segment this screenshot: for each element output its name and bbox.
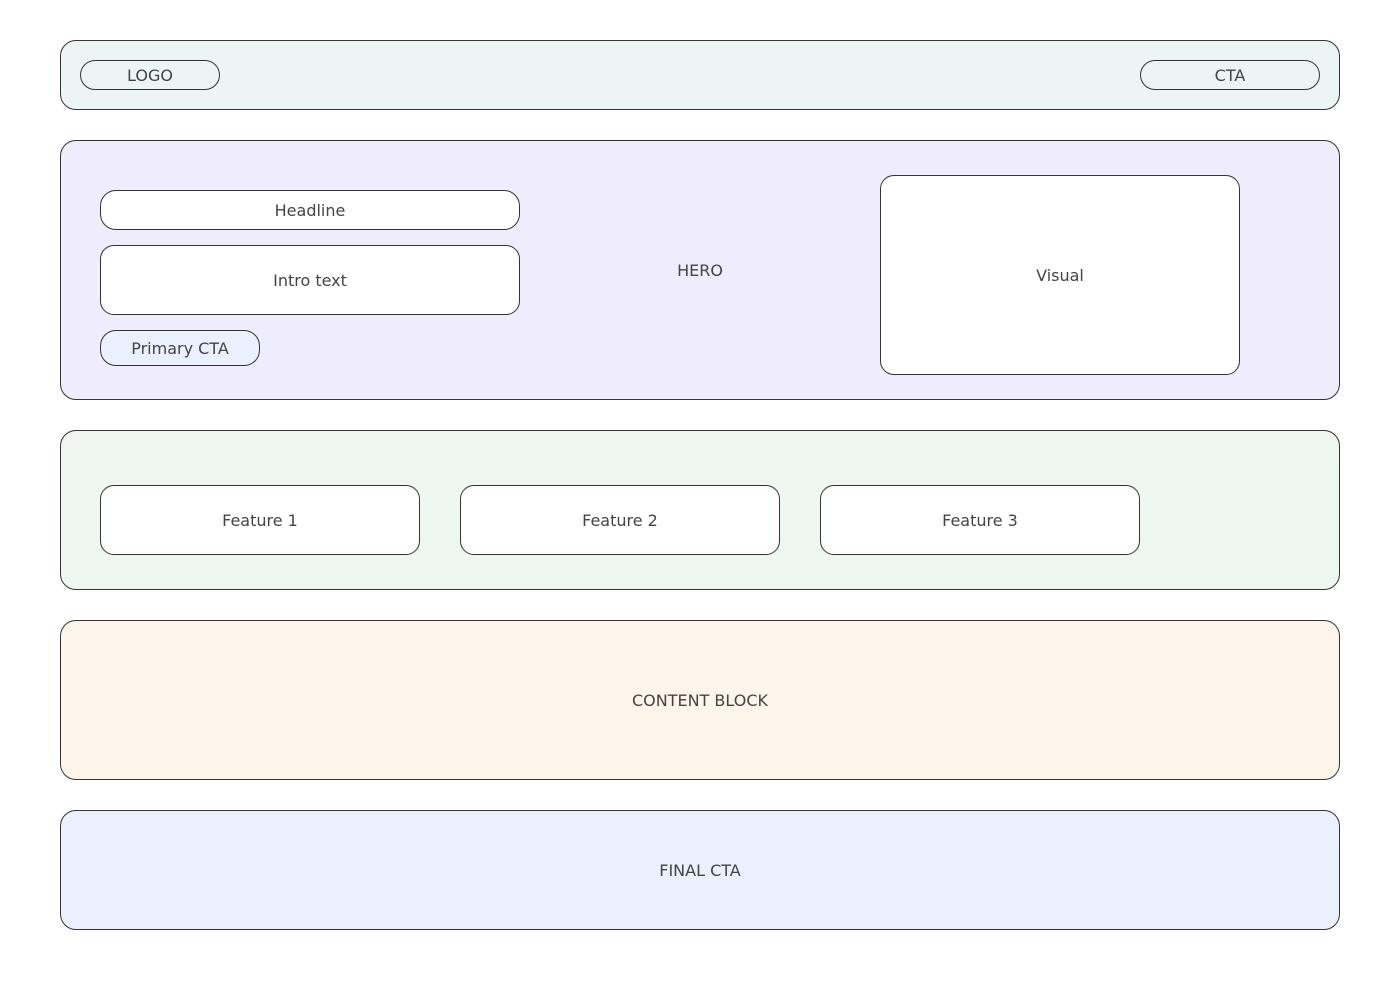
intro-text-placeholder: Intro text xyxy=(100,245,520,315)
headline-placeholder: Headline xyxy=(100,190,520,230)
final-cta-section[interactable]: FINAL CTA xyxy=(60,810,1340,930)
content-block-section: CONTENT BLOCK xyxy=(60,620,1340,780)
hero-visual-placeholder: Visual xyxy=(880,175,1240,375)
primary-cta-button[interactable]: Primary CTA xyxy=(100,330,260,366)
hero-label: HERO xyxy=(677,260,723,280)
feature-card-1: Feature 1 xyxy=(100,485,420,555)
feature-card-3: Feature 3 xyxy=(820,485,1140,555)
feature-card-2: Feature 2 xyxy=(460,485,780,555)
logo[interactable]: LOGO xyxy=(80,60,220,90)
header-section xyxy=(60,40,1340,110)
header-cta-button[interactable]: CTA xyxy=(1140,60,1320,90)
